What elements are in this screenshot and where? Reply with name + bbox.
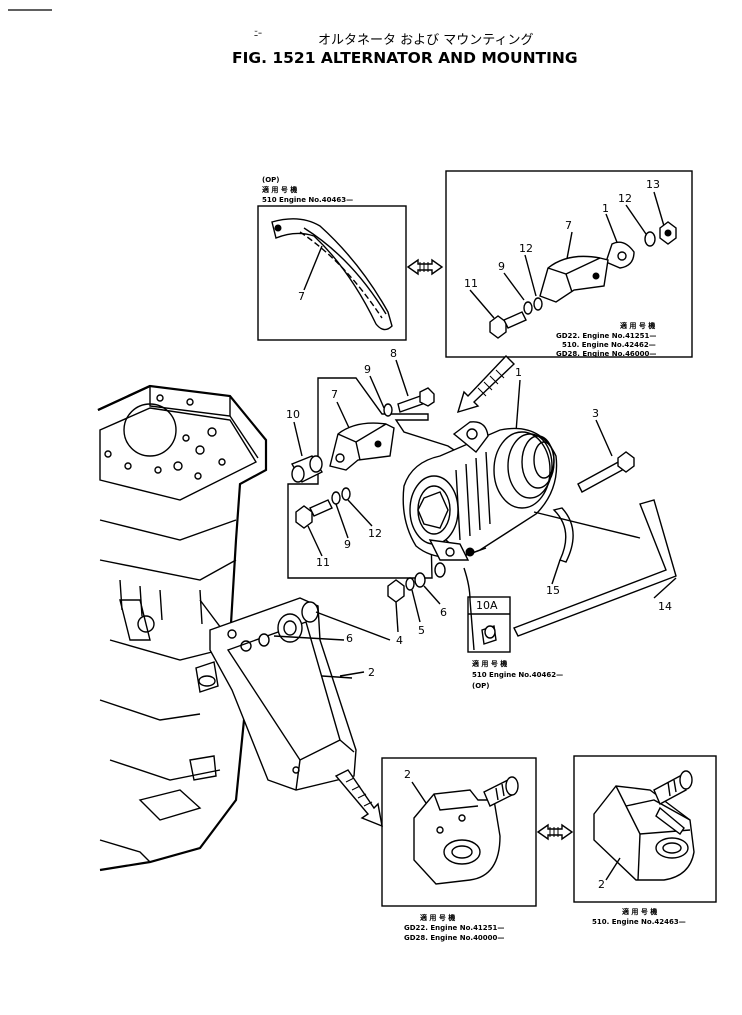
bracket-slot xyxy=(299,231,383,319)
bracket-7 xyxy=(329,422,395,471)
bracket-7 xyxy=(539,255,609,303)
adjust-bar-14: 14 xyxy=(513,499,677,637)
inset-serial-3: GD28. Engine No.46000— xyxy=(556,350,656,358)
inset-10a: 10A 適 用 号 機 510 Engine No.40462— (OP) xyxy=(467,596,563,690)
callout-7: 7 xyxy=(565,219,572,232)
callout-2: 2 xyxy=(368,666,375,679)
inset-frame xyxy=(381,757,537,907)
inset-serial-1: GD22. Engine No.41251— xyxy=(556,332,656,340)
alternator xyxy=(402,421,558,651)
title-english: FIG. 1521 ALTERNATOR AND MOUNTING xyxy=(232,49,578,67)
callout-1: 1 xyxy=(602,202,609,215)
inset-serial-1: GD22. Engine No.41251— xyxy=(404,924,504,932)
callout-12: 12 xyxy=(618,192,632,205)
inset-serial-2: GD28. Engine No.40000— xyxy=(404,934,504,942)
inset-top-left: (OP) 適 用 号 機 510 Engine No.40463— 7 xyxy=(257,176,407,341)
inset-applicable-label: 適 用 号 機 xyxy=(262,185,297,194)
callout-9b: 9 xyxy=(344,538,351,551)
bolt-11-group: 11 9 12 xyxy=(295,487,382,569)
callout-6b: 6 xyxy=(346,632,353,645)
callout-12: 12 xyxy=(368,527,382,540)
inset-applicable-label: 適 用 号 機 xyxy=(420,913,455,922)
arrow-to-bottom-inset xyxy=(334,769,383,828)
engine-deck xyxy=(99,407,257,501)
inset-serial-2: 510. Engine No.42462— xyxy=(562,341,656,349)
inset-serial: 510 Engine No.40463— xyxy=(262,196,353,204)
leader-7 xyxy=(303,245,323,291)
callout-2: 2 xyxy=(598,878,605,891)
title-japanese: オルタネータ および マウンティング xyxy=(318,33,534,48)
curved-bracket-shape xyxy=(271,218,393,331)
washer-9 xyxy=(523,301,533,315)
callout-6: 6 xyxy=(440,606,447,619)
hose-15: 15 xyxy=(546,507,574,597)
double-arrow-bottom xyxy=(536,823,574,841)
callout-14: 14 xyxy=(658,600,672,613)
callout-1: 1 xyxy=(515,366,522,379)
cylinder-bore xyxy=(123,403,177,457)
inset-serial: 510. Engine No.42463— xyxy=(592,918,686,926)
inset-bottom-left: 2 適 用 号 機 GD22. Engine No.41251— GD28. E… xyxy=(381,757,537,942)
inset-op-label: (OP) xyxy=(472,682,489,690)
bolt-11-shank xyxy=(503,311,527,329)
washer-12b xyxy=(533,297,543,311)
callout-3: 3 xyxy=(592,407,599,420)
callout-4: 4 xyxy=(396,634,403,647)
callout-9: 9 xyxy=(498,260,505,273)
inset-serial: 510 Engine No.40462— xyxy=(472,671,563,679)
callout-9: 9 xyxy=(364,363,371,376)
inset-bottom-right: 2 適 用 号 機 510. Engine No.42463— xyxy=(573,755,717,926)
inset-applicable-label: 適 用 号 機 xyxy=(472,659,507,668)
inset-frame xyxy=(257,205,407,341)
bolt-11-head xyxy=(489,315,507,339)
callout-10: 10 xyxy=(286,408,300,421)
boss xyxy=(277,613,303,643)
callout-13: 13 xyxy=(646,178,660,191)
spacer-10 xyxy=(291,455,324,483)
callout-10a: 10A xyxy=(476,599,498,612)
engine-block xyxy=(97,384,268,872)
callout-12b: 12 xyxy=(519,242,533,255)
bracket-slot-edge xyxy=(303,227,387,315)
bolt-3 xyxy=(577,451,635,493)
washer-9 xyxy=(383,403,393,417)
bolt-8 xyxy=(383,387,435,417)
inset-top-right: 13 12 1 7 12 9 11 適 用 号 機 GD xyxy=(445,170,693,358)
inset-op-label: (OP) xyxy=(262,176,279,184)
alternator-ear xyxy=(605,241,635,269)
mounting-bracket-2: 2 xyxy=(195,597,375,791)
callout-7: 7 xyxy=(331,388,338,401)
washer-12 xyxy=(644,231,656,247)
nut-washer-group: 4 5 6 6 xyxy=(273,562,447,647)
inset-frame xyxy=(467,596,511,653)
inset-frame xyxy=(445,170,693,358)
header-mark: ﾆｰ xyxy=(254,29,262,38)
callout-2: 2 xyxy=(404,768,411,781)
inset-applicable-label: 適 用 号 機 xyxy=(620,321,655,330)
callout-8: 8 xyxy=(390,347,397,360)
callout-15: 15 xyxy=(546,584,560,597)
callout-11: 11 xyxy=(316,556,330,569)
double-arrow-top xyxy=(406,258,444,276)
bracket-hole xyxy=(274,224,282,232)
inset-applicable-label: 適 用 号 機 xyxy=(622,907,657,916)
inset-frame xyxy=(573,755,717,903)
callout-5: 5 xyxy=(418,624,425,637)
arrow-to-alternator xyxy=(456,354,516,414)
callout-11: 11 xyxy=(464,277,478,290)
callout-7: 7 xyxy=(298,290,305,303)
